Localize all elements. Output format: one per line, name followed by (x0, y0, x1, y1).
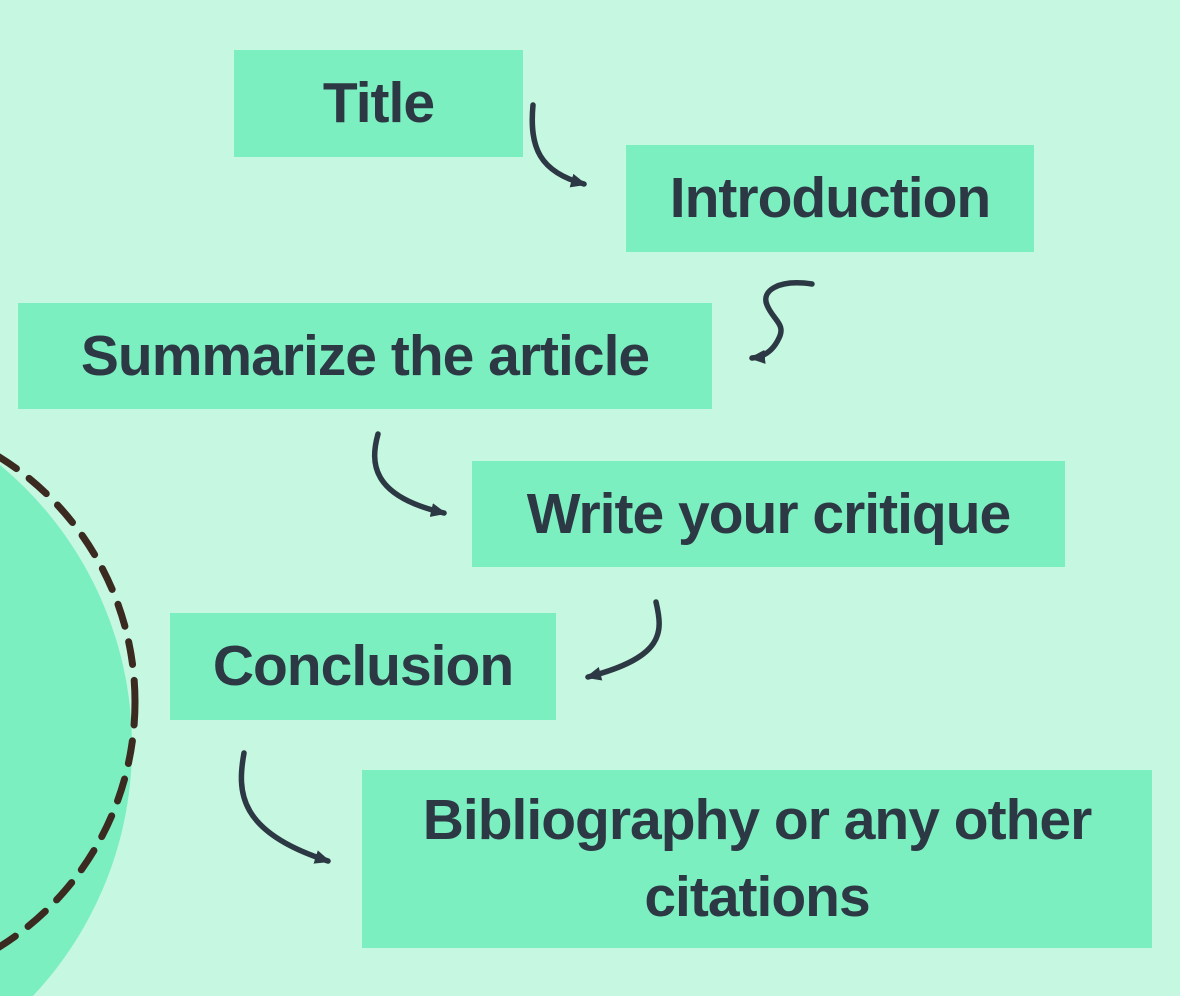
step-label-bibliography: Bibliography or any other citations (422, 788, 1093, 929)
step-label-summarize: Summarize the article (80, 323, 650, 388)
step-box-summarize: Summarize the article (18, 303, 712, 409)
step-label-title: Title (322, 71, 435, 136)
arrow-summarize-to-critique-icon (371, 431, 447, 517)
arrow-conclusion-to-bibliography-icon (238, 750, 331, 864)
arrow-introduction-to-summarize-icon (749, 280, 815, 364)
step-label-conclusion: Conclusion (212, 634, 514, 699)
step-label-introduction: Introduction (669, 166, 991, 231)
step-label-critique: Write your critique (526, 481, 1012, 546)
step-box-introduction: Introduction (626, 145, 1034, 252)
green-circle-decoration (0, 465, 132, 996)
dashed-circle-decoration (0, 453, 139, 951)
step-box-title: Title (234, 50, 523, 157)
step-box-conclusion: Conclusion (170, 613, 556, 720)
arrow-title-to-introduction-icon (529, 102, 587, 188)
step-box-critique: Write your critique (472, 461, 1065, 567)
arrow-critique-to-conclusion-icon (585, 599, 662, 681)
step-box-bibliography: Bibliography or any other citations (362, 770, 1152, 948)
